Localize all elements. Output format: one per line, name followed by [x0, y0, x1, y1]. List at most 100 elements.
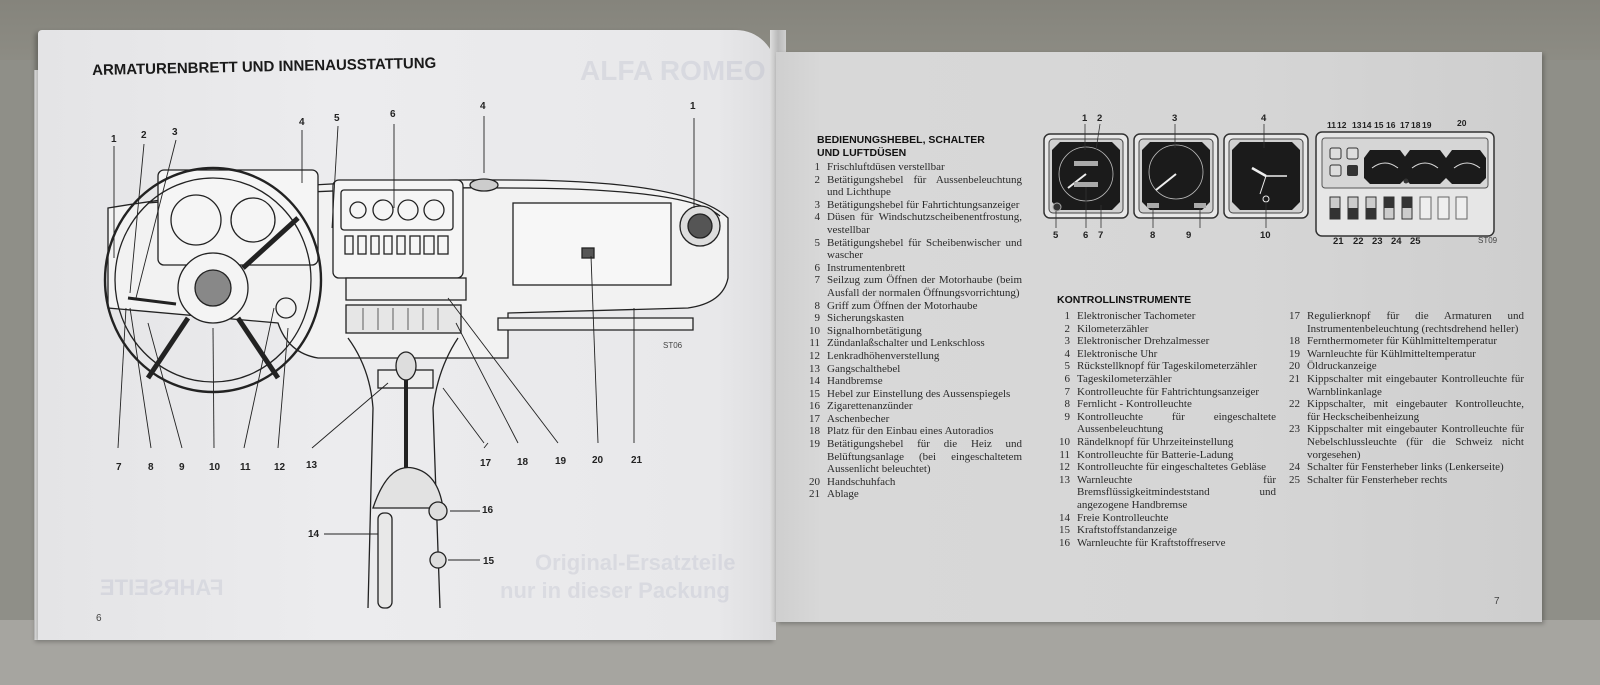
- item-number: 21: [809, 488, 820, 501]
- item-number: 15: [809, 387, 820, 400]
- item-text: Hebel zur Einstellung des Aussenspiegels: [827, 387, 1011, 400]
- item-text: Platz für den Einbau eines Autoradios: [827, 425, 994, 438]
- heater-vent: [345, 304, 462, 334]
- list-item: 19 Warnleuchte für Kühlmitteltemperatur: [1280, 348, 1524, 361]
- glovebox-handle: [581, 247, 595, 259]
- callout-label: 5: [334, 113, 340, 124]
- item-number: 3: [814, 198, 821, 211]
- item-text: Fernlicht - Kontrolleuchte: [1077, 398, 1192, 411]
- item-number: 10: [809, 324, 820, 337]
- item-number: 25: [1289, 473, 1300, 486]
- callout-label: 19: [555, 456, 567, 467]
- list-item: 25 Schalter für Fensterheber rechts: [1280, 474, 1524, 487]
- instrument-label: 21: [1333, 236, 1344, 247]
- item-number: 19: [809, 438, 820, 451]
- item-text: Zigarettenanzünder: [827, 400, 913, 413]
- item-text: Ablage: [827, 488, 859, 501]
- callout-label: 6: [390, 109, 396, 120]
- center-console: [347, 337, 459, 609]
- instrument-label: 6: [1083, 230, 1089, 241]
- item-text: Handbremse: [827, 375, 883, 388]
- item-text: Tageskilometerzähler: [1077, 372, 1172, 385]
- item-number: 11: [1059, 448, 1070, 461]
- callout-label: 8: [148, 462, 154, 473]
- item-number: 2: [814, 173, 821, 186]
- item-number: 9: [814, 312, 821, 325]
- callout-label: 4: [480, 101, 486, 112]
- instrument-label: 22: [1353, 236, 1364, 247]
- list-item: 21 Ablage: [800, 488, 1022, 501]
- item-text: Sicherungskasten: [827, 312, 904, 325]
- instrument-label: 1: [1082, 113, 1088, 124]
- item-text: Seilzug zum Öffnen der Motorhaube (beim …: [827, 274, 1022, 299]
- item-number: 17: [1289, 310, 1300, 322]
- speedometer-drawing: [170, 194, 222, 246]
- item-number: 8: [1064, 398, 1071, 411]
- item-text: Kilometerzähler: [1077, 322, 1149, 335]
- item-text: Warnleuchte für Kühlmitteltemperatur: [1307, 347, 1476, 360]
- list-item: 10 Signalhornbetätigung: [800, 325, 1022, 338]
- indicator-stalk: [127, 296, 177, 306]
- list-item: 17 Aschenbecher: [800, 413, 1022, 426]
- instrument-label: 7: [1098, 230, 1104, 241]
- ignition-switch: [275, 297, 297, 319]
- item-number: 15: [1059, 524, 1070, 537]
- item-number: 22: [1289, 398, 1300, 411]
- item-number: 8: [814, 299, 821, 312]
- item-text: Signalhornbetätigung: [827, 324, 922, 337]
- instrument-label: 18: [1411, 120, 1421, 130]
- bleed-through-text: ALFA ROMEO: [580, 55, 766, 86]
- item-number: 4: [1064, 347, 1071, 360]
- instrument-panel-diagram: [1043, 123, 1495, 237]
- list-item: 8 Fernlicht - Kontrolleuchte: [1050, 398, 1276, 411]
- callout-label: 15: [483, 556, 495, 567]
- bleed-through-text: nur in dieser Packung: [500, 578, 730, 603]
- dashboard-diagram: [103, 116, 729, 609]
- item-number: 1: [1064, 310, 1071, 322]
- instrument-label: 8: [1150, 230, 1156, 241]
- item-number: 16: [1059, 536, 1070, 549]
- callout-label: 10: [209, 462, 221, 473]
- callout-label: 3: [172, 127, 178, 138]
- item-number: 19: [1289, 347, 1300, 360]
- instrument-label: 20: [1457, 118, 1467, 128]
- callout-label: 13: [306, 460, 318, 471]
- item-text: Gangschalthebel: [827, 362, 901, 375]
- instrument-label: 25: [1410, 236, 1421, 247]
- figure-code: ST06: [663, 341, 683, 350]
- instrument-label: 24: [1391, 236, 1402, 247]
- steering-wheel: [103, 166, 323, 394]
- instrument-label: 15: [1374, 120, 1384, 130]
- item-number: 10: [1059, 435, 1070, 448]
- item-text: Frischluftdüsen verstellbar: [827, 161, 945, 173]
- instrument-cluster: [157, 169, 319, 266]
- item-text: Elektronischer Tachometer: [1077, 310, 1196, 322]
- item-text: Elektronische Uhr: [1077, 347, 1158, 360]
- list-item: 15 Hebel zur Einstellung des Aussenspiege…: [800, 388, 1022, 401]
- section-heading-controls: BEDIENUNGSHEBEL, SCHALTER UND LUFTDÜSEN: [817, 134, 985, 160]
- item-text: Schalter für Fensterheber rechts: [1307, 473, 1448, 486]
- item-number: 17: [809, 412, 820, 425]
- item-number: 20: [1289, 360, 1300, 373]
- item-text: Aschenbecher: [827, 412, 890, 425]
- center-panel: [332, 179, 464, 279]
- page-number: 7: [1494, 596, 1500, 607]
- handbrake: [377, 512, 393, 609]
- defrost-vent: [469, 178, 499, 192]
- item-text: Zündanlaßschalter und Lenkschloss: [827, 337, 985, 350]
- bleed-through-text: Original-Ersatzteile: [535, 550, 736, 575]
